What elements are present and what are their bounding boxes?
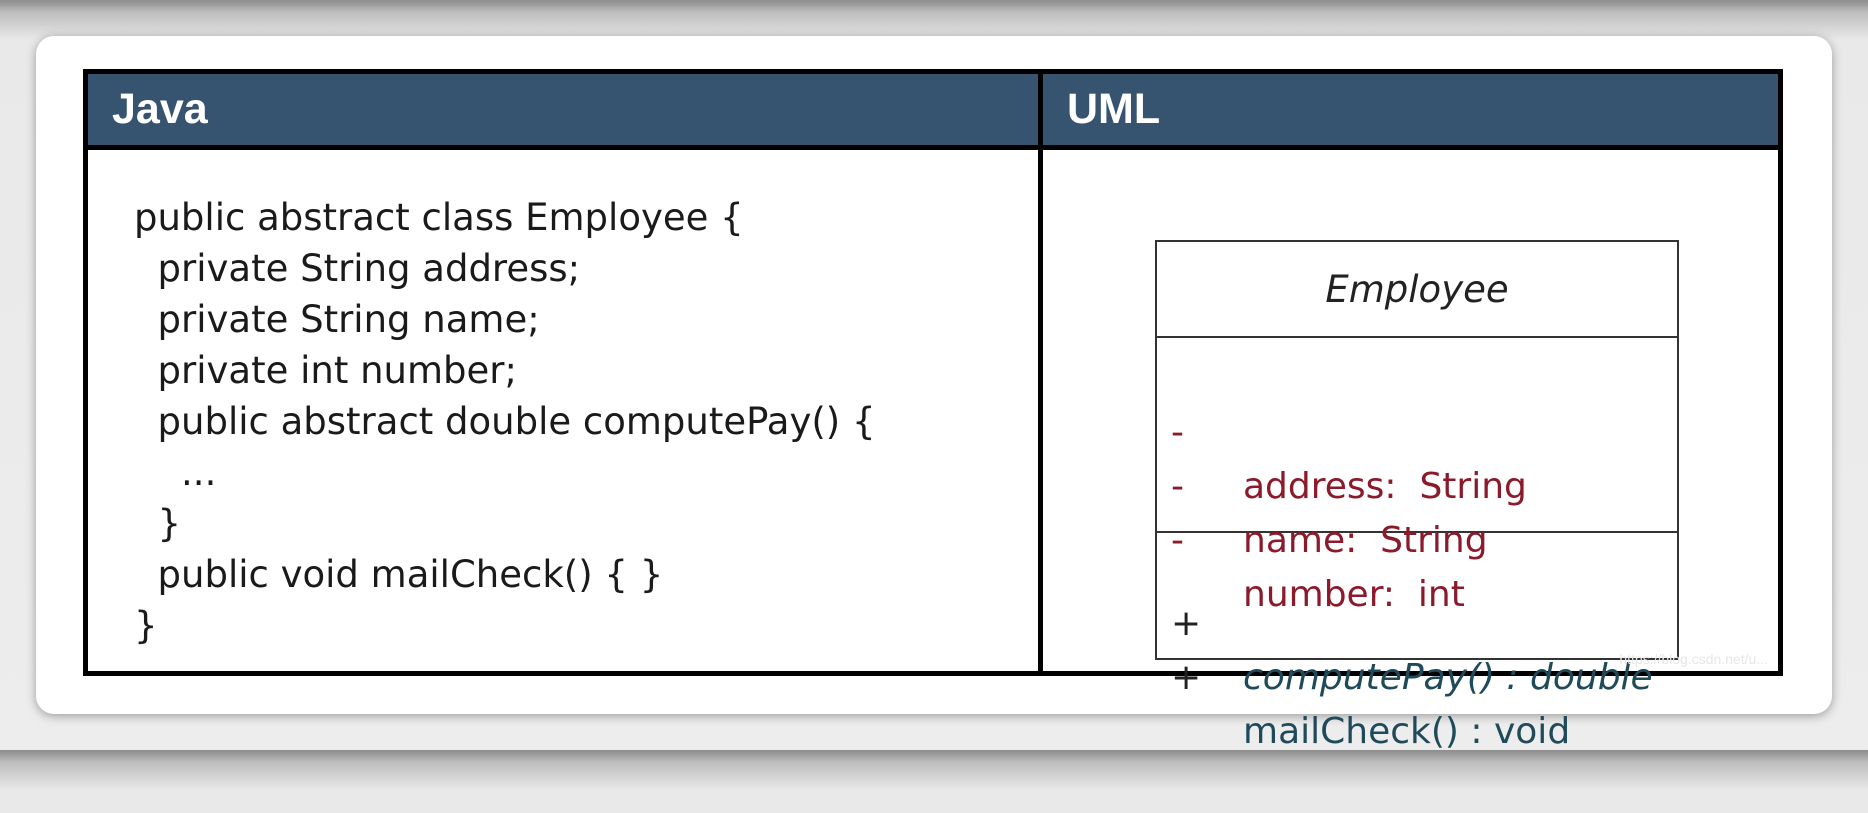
java-column: Java public abstract class Employee { pr… <box>88 74 1043 671</box>
operation-text: mailCheck() : void <box>1243 711 1571 752</box>
uml-attribute: - address: String <box>1157 352 1677 507</box>
visibility-marker: - <box>1171 412 1184 453</box>
java-uml-comparison-table: Java public abstract class Employee { pr… <box>83 69 1783 752</box>
visibility-marker: - <box>1171 520 1184 561</box>
visibility-marker: + <box>1171 603 1202 644</box>
attribute-text: address: String <box>1243 466 1527 507</box>
uml-attributes-compartment: - address: String - name: String - numbe… <box>1157 338 1677 615</box>
watermark: https://blog.csdn.net/u... <box>1619 651 1768 667</box>
code-line: public abstract class Employee { <box>134 196 744 239</box>
uml-class-name: Employee <box>1157 242 1677 338</box>
uml-operations-compartment: + computePay() : double + mailCheck() : … <box>1157 533 1677 752</box>
java-code-block: public abstract class Employee { private… <box>134 192 876 651</box>
diagram-card: Java public abstract class Employee { pr… <box>36 36 1832 752</box>
attribute-text: number: int <box>1243 574 1465 615</box>
uml-operation: + computePay() : double <box>1157 543 1677 698</box>
code-line: } <box>134 604 158 647</box>
uml-header: UML <box>1043 74 1778 150</box>
uml-operation: + mailCheck() : void <box>1157 597 1677 752</box>
visibility-marker: - <box>1171 466 1184 507</box>
uml-attribute: - number: int <box>1157 460 1677 615</box>
code-line: public abstract double computePay() { <box>134 400 876 443</box>
visibility-marker: + <box>1171 657 1202 698</box>
java-header: Java <box>88 74 1038 150</box>
code-line: ... <box>134 451 217 494</box>
uml-attribute: - name: String <box>1157 406 1677 561</box>
code-line: } <box>134 502 182 545</box>
uml-class-box: Employee - address: String - name: Strin… <box>1155 240 1679 752</box>
code-line: public void mailCheck() { } <box>134 553 664 596</box>
code-line: private String address; <box>134 247 581 290</box>
uml-column: UML Employee - address: String - name: S… <box>1043 74 1778 752</box>
code-line: private String name; <box>134 298 540 341</box>
attribute-text: name: String <box>1243 520 1488 561</box>
code-line: private int number; <box>134 349 517 392</box>
operation-text: computePay() : double <box>1243 657 1653 698</box>
